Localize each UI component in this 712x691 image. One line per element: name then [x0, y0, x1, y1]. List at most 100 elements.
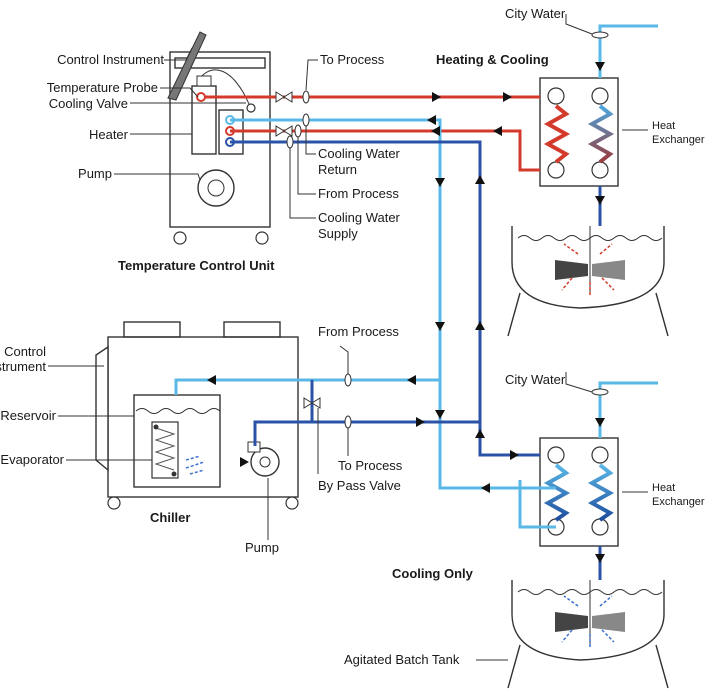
coupling-symbol [591, 388, 609, 396]
label-pump-top: Pump [78, 166, 112, 181]
leader-city-water-bottom [565, 372, 593, 393]
tcu-wheel [173, 231, 187, 245]
heat-exchanger-cooling-only [539, 437, 619, 547]
label-temperature-control-unit: Temperature Control Unit [118, 258, 275, 273]
label-reservoir: Reservoir [0, 408, 56, 423]
valve-symbol [275, 125, 293, 137]
leader-cooling-water-return [305, 126, 316, 155]
hx-port [591, 518, 609, 536]
hx-cold-coil [543, 463, 571, 522]
hx-port [591, 161, 609, 179]
valve-symbol [275, 91, 293, 103]
tank-leg [655, 292, 669, 337]
label-by-pass-valve: By Pass Valve [318, 478, 401, 493]
labels: Control Instrument Temperature Probe Coo… [0, 6, 705, 667]
chiller-vent [123, 321, 181, 338]
heater-cap [196, 75, 212, 87]
label-heat-exchanger-bottom-2: Exchanger [652, 496, 705, 508]
coupling-symbol [294, 124, 302, 138]
evaporator-coil-dot [153, 424, 159, 430]
arrow-down [595, 418, 605, 427]
tank-leg [655, 644, 669, 689]
label-cooling-water-supply-1: Cooling Water [318, 210, 401, 225]
agitated-batch-tank-top [507, 226, 669, 337]
temperature-control-unit [167, 31, 271, 245]
tank-leg [507, 292, 521, 337]
label-to-process-bottom: To Process [338, 458, 403, 473]
arrow-down [435, 322, 445, 331]
tcu-cabinet [169, 51, 271, 228]
evaporator-coil-dot [171, 471, 177, 477]
arrow-right [503, 92, 512, 102]
leader-cooling-water-supply [289, 148, 316, 219]
coupling-symbol [344, 373, 352, 387]
arrow-left [207, 375, 216, 385]
hx-port [591, 87, 609, 105]
leader-pump-top [114, 173, 201, 181]
hx-cold-coil [587, 463, 615, 522]
label-heat-exchanger-top-1: Heat [652, 120, 675, 132]
arrow-down [435, 410, 445, 419]
label-chiller: Chiller [150, 510, 190, 525]
coupling-symbol [302, 113, 310, 127]
chiller-wheel [107, 496, 121, 510]
coupling-symbol [302, 90, 310, 104]
label-pump-bottom: Pump [245, 540, 279, 555]
tcu-probe-cable [199, 69, 251, 107]
flow-arrows [207, 62, 605, 563]
leader-from-process-top [297, 137, 316, 195]
arrow-up [475, 429, 485, 438]
chiller-unit [95, 321, 299, 510]
arrow-up [475, 321, 485, 330]
leader-to-process-top [305, 59, 318, 91]
tank-vessel [511, 226, 665, 309]
arrow-left [493, 126, 502, 136]
label-to-process-top: To Process [320, 52, 385, 67]
leader-temperature-probe [160, 87, 199, 98]
heat-exchanger-heating-cooling [539, 77, 619, 187]
arrow-down [595, 554, 605, 563]
label-control-instrument: Control Instrument [57, 52, 164, 67]
coupling-symbol [344, 415, 352, 429]
leader-city-water-top [565, 14, 593, 35]
tank-vessel [511, 580, 665, 661]
chiller-wheel [285, 496, 299, 510]
label-from-process-top: From Process [318, 186, 399, 201]
label-evaporator: Evaporator [0, 452, 64, 467]
hx-port [591, 446, 609, 464]
hx-hot-coil [543, 104, 571, 164]
city-water-line-bottom [598, 381, 658, 438]
label-cooling-water-return-2: Return [318, 162, 357, 177]
tcu-wheel [255, 231, 269, 245]
arrow-right [510, 450, 519, 460]
arrow-right [416, 417, 425, 427]
evaporator-flow-marks [185, 455, 205, 475]
arrow-down [435, 178, 445, 187]
cooling-valve-symbol [246, 103, 256, 113]
label-control-instrument-bottom-1: Control [4, 344, 46, 359]
label-agitated-batch-tank: Agitated Batch Tank [344, 652, 460, 667]
tank-leg [507, 644, 521, 689]
label-cooling-valve: Cooling Valve [49, 96, 128, 111]
label-cooling-water-return-1: Cooling Water [318, 146, 401, 161]
city-water-line-top [598, 24, 658, 78]
hx-port [547, 87, 565, 105]
arrow-down [595, 62, 605, 71]
leader-from-process-bottom [339, 345, 349, 374]
hx-mixed-coil [587, 104, 615, 164]
reservoir-water-surface [135, 408, 221, 414]
arrow-right [432, 92, 441, 102]
label-heat-exchanger-bottom-1: Heat [652, 482, 675, 494]
hx2-cooling-loop [518, 480, 556, 529]
tank-mixing-flow [561, 243, 615, 296]
arrow-right [240, 457, 249, 467]
label-city-water-top: City Water [505, 6, 566, 21]
arrow-left [427, 115, 436, 125]
tcu-top-panel [174, 57, 266, 69]
chiller-pump-hub [259, 456, 271, 468]
bypass-valve-symbol [303, 397, 321, 409]
label-temperature-probe: Temperature Probe [47, 80, 158, 95]
tcu-port [196, 92, 206, 102]
label-heating-cooling: Heating & Cooling [436, 52, 549, 67]
chiller-supply-line [253, 420, 480, 446]
